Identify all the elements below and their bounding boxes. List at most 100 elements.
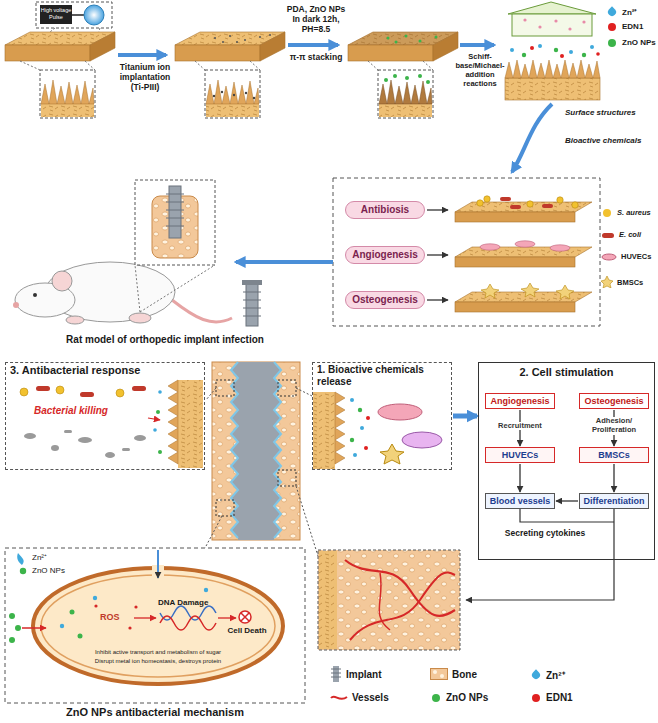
dashed-panel (333, 178, 600, 326)
node-text: Differentiation (583, 496, 644, 506)
dashed-panel: 1. Bioactive chemicals release (312, 362, 452, 470)
bacterium-drawing (22, 627, 46, 629)
substrate (435, 36, 438, 39)
bacterium-drawing (160, 606, 216, 620)
surface-inset (253, 97, 255, 99)
legend-text: EDN1 (622, 22, 643, 31)
rat (129, 313, 151, 323)
angiogenesis-surface (455, 257, 575, 267)
antibacterial-art (20, 380, 203, 468)
substrate (260, 32, 285, 61)
surface-inset (368, 61, 433, 118)
legend-swatch (608, 23, 616, 31)
connector (613, 464, 614, 492)
surface-inset (221, 91, 223, 93)
antibiosis-surface (455, 212, 575, 222)
antibacterial-art (20, 386, 124, 397)
substrate (419, 40, 422, 43)
substrate (259, 36, 261, 38)
coated-surface (510, 44, 594, 54)
coated-surface (590, 45, 594, 49)
rat (13, 262, 232, 324)
node-text: ZnO NPs antibacterial mechanism (5, 706, 305, 719)
reaction-chamber (554, 19, 557, 22)
coated-surface (538, 44, 542, 48)
coated-surface (569, 50, 573, 54)
osteogenesis-surface (455, 292, 592, 302)
antibacterial-art (132, 386, 146, 391)
cytokine-line (466, 509, 614, 600)
legend-icon (330, 666, 342, 682)
antibacterial-art (56, 386, 64, 394)
antibacterial-art (80, 392, 94, 397)
surface-inset (206, 104, 259, 117)
box-arrow (427, 209, 448, 210)
legend-text: HUVECs (621, 252, 651, 261)
connector (519, 464, 520, 492)
legend-text: E. coli (619, 230, 641, 239)
implant-in-bone (278, 470, 296, 486)
antibacterial-art (36, 386, 146, 397)
legend-icon (601, 276, 613, 288)
vessel-inset (318, 550, 460, 650)
cytokine-line (466, 509, 614, 600)
legend-item: Zn²⁺ (530, 668, 565, 682)
process-box: Angiogenesis (345, 246, 425, 264)
bone-inset (135, 180, 215, 312)
bacterium-drawing (134, 617, 156, 618)
rat (52, 271, 72, 291)
coated-surface (596, 52, 600, 56)
osteogenesis-surface (481, 284, 499, 298)
legend-icon (601, 231, 615, 239)
surface-inset (195, 61, 260, 118)
legend-icon (440, 674, 444, 678)
antibiosis-surface (527, 201, 533, 207)
substrate (433, 32, 458, 61)
connector (556, 500, 578, 501)
coated-surface (582, 53, 586, 57)
reaction-chamber (512, 14, 592, 36)
pulse-inset (40, 5, 72, 24)
coated-surface (505, 78, 600, 100)
release-art (358, 408, 362, 412)
surface-inset (195, 61, 260, 70)
bacterium-drawing (5, 548, 305, 703)
coated-surface (522, 53, 526, 57)
antibiosis-surface (455, 196, 592, 222)
legend-item: Implant (330, 666, 382, 682)
legend-swatch (608, 39, 616, 47)
legend-icon (601, 253, 617, 261)
substrate (214, 34, 271, 43)
annotation-label: Disrupt metal ion homeostasis, destroys … (80, 658, 236, 665)
box-arrow (427, 299, 448, 300)
surface-inset (393, 74, 397, 78)
antibiosis-surface (542, 204, 553, 208)
surface-inset (368, 61, 433, 70)
surface-inset (245, 92, 247, 94)
release-art (380, 444, 404, 464)
surface-inset (20, 61, 95, 70)
process-arrow (288, 43, 338, 47)
process-box: Osteogenesis (345, 291, 425, 309)
annotation-label: π-π stacking (283, 52, 349, 62)
bacterium-drawing (60, 588, 208, 628)
substrate (348, 45, 433, 61)
release-art (350, 408, 362, 442)
annotation-label: Secreting cytokines (486, 528, 604, 538)
release-art (378, 404, 422, 420)
legend-item: ZnO NPs (606, 38, 656, 47)
flow-arrow (512, 104, 552, 172)
legend-text: ZnO NPs (622, 38, 656, 47)
substrate (175, 32, 285, 61)
bone-inset (135, 180, 215, 265)
rat (172, 300, 232, 322)
osteogenesis-surface (556, 285, 574, 299)
legend-item: S. aureus (601, 208, 651, 217)
bacterium-drawing (33, 568, 283, 684)
antibacterial-art (148, 418, 160, 420)
node-text: Blood vessels (490, 496, 551, 506)
reaction-chamber (523, 18, 526, 21)
annotation-label: ROS (100, 612, 130, 623)
bacterium-drawing (94, 604, 137, 629)
bacterium-drawing (93, 596, 97, 600)
